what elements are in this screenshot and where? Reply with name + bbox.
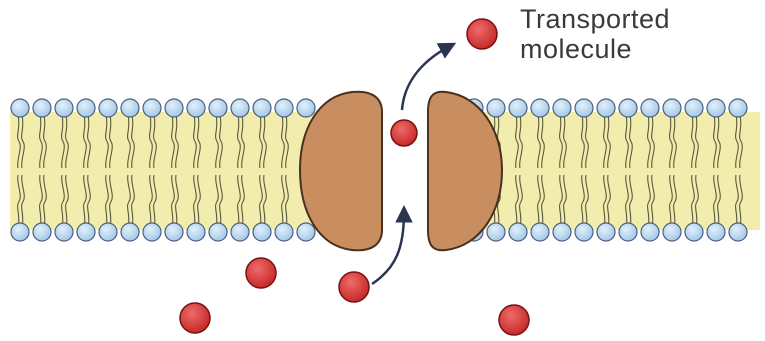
lipid-head: [685, 223, 703, 241]
lipid-head: [209, 223, 227, 241]
lipid-head: [55, 99, 73, 117]
lipid-head: [707, 223, 725, 241]
lipid-head: [685, 99, 703, 117]
lipid-head: [597, 223, 615, 241]
molecule-in-channel: [391, 120, 417, 146]
lipid-head: [729, 223, 747, 241]
lipid-head: [33, 99, 51, 117]
lipid-head: [187, 223, 205, 241]
lipid-head: [253, 99, 271, 117]
lipid-head: [11, 99, 29, 117]
lipid-head: [531, 99, 549, 117]
lipid-head: [509, 99, 527, 117]
lipid-head: [553, 223, 571, 241]
lipid-head: [121, 223, 139, 241]
lipid-head: [509, 223, 527, 241]
molecule-inside-2: [339, 272, 369, 302]
lipid-head: [663, 99, 681, 117]
lipid-head: [275, 99, 293, 117]
lipid-head: [275, 223, 293, 241]
molecule-inside-1: [246, 258, 276, 288]
lipid-head: [487, 99, 505, 117]
lipid-head: [99, 223, 117, 241]
lipid-head: [619, 99, 637, 117]
lipid-head: [33, 223, 51, 241]
molecule-inside-4: [499, 305, 529, 335]
lipid-head: [641, 223, 659, 241]
lipid-head: [77, 223, 95, 241]
lipid-head: [187, 99, 205, 117]
lipid-head: [297, 223, 315, 241]
lipid-head: [11, 223, 29, 241]
lipid-head: [553, 99, 571, 117]
lipid-head: [297, 99, 315, 117]
lipid-head: [165, 99, 183, 117]
lipid-head: [121, 99, 139, 117]
lipid-bilayer-left: [10, 99, 315, 241]
lipid-head: [641, 99, 659, 117]
lipid-head: [253, 223, 271, 241]
lipid-head: [209, 99, 227, 117]
lipid-head: [231, 99, 249, 117]
lipid-head: [99, 99, 117, 117]
molecule-inside-3: [180, 303, 210, 333]
lipid-head: [77, 99, 95, 117]
lipid-head: [165, 223, 183, 241]
transported-molecule-label: Transported molecule: [520, 4, 760, 64]
lipid-head: [487, 223, 505, 241]
lipid-head: [231, 223, 249, 241]
lipid-head: [597, 99, 615, 117]
lipid-head: [575, 99, 593, 117]
lipid-head: [619, 223, 637, 241]
lipid-head: [707, 99, 725, 117]
lipid-head: [663, 223, 681, 241]
label-line-2: molecule: [520, 34, 760, 64]
transported-molecule-outside: [467, 19, 497, 49]
lipid-head: [55, 223, 73, 241]
lipid-head: [729, 99, 747, 117]
lipid-head: [575, 223, 593, 241]
lipid-head: [143, 99, 161, 117]
label-line-1: Transported: [520, 4, 760, 34]
lipid-head: [143, 223, 161, 241]
lipid-head: [531, 223, 549, 241]
